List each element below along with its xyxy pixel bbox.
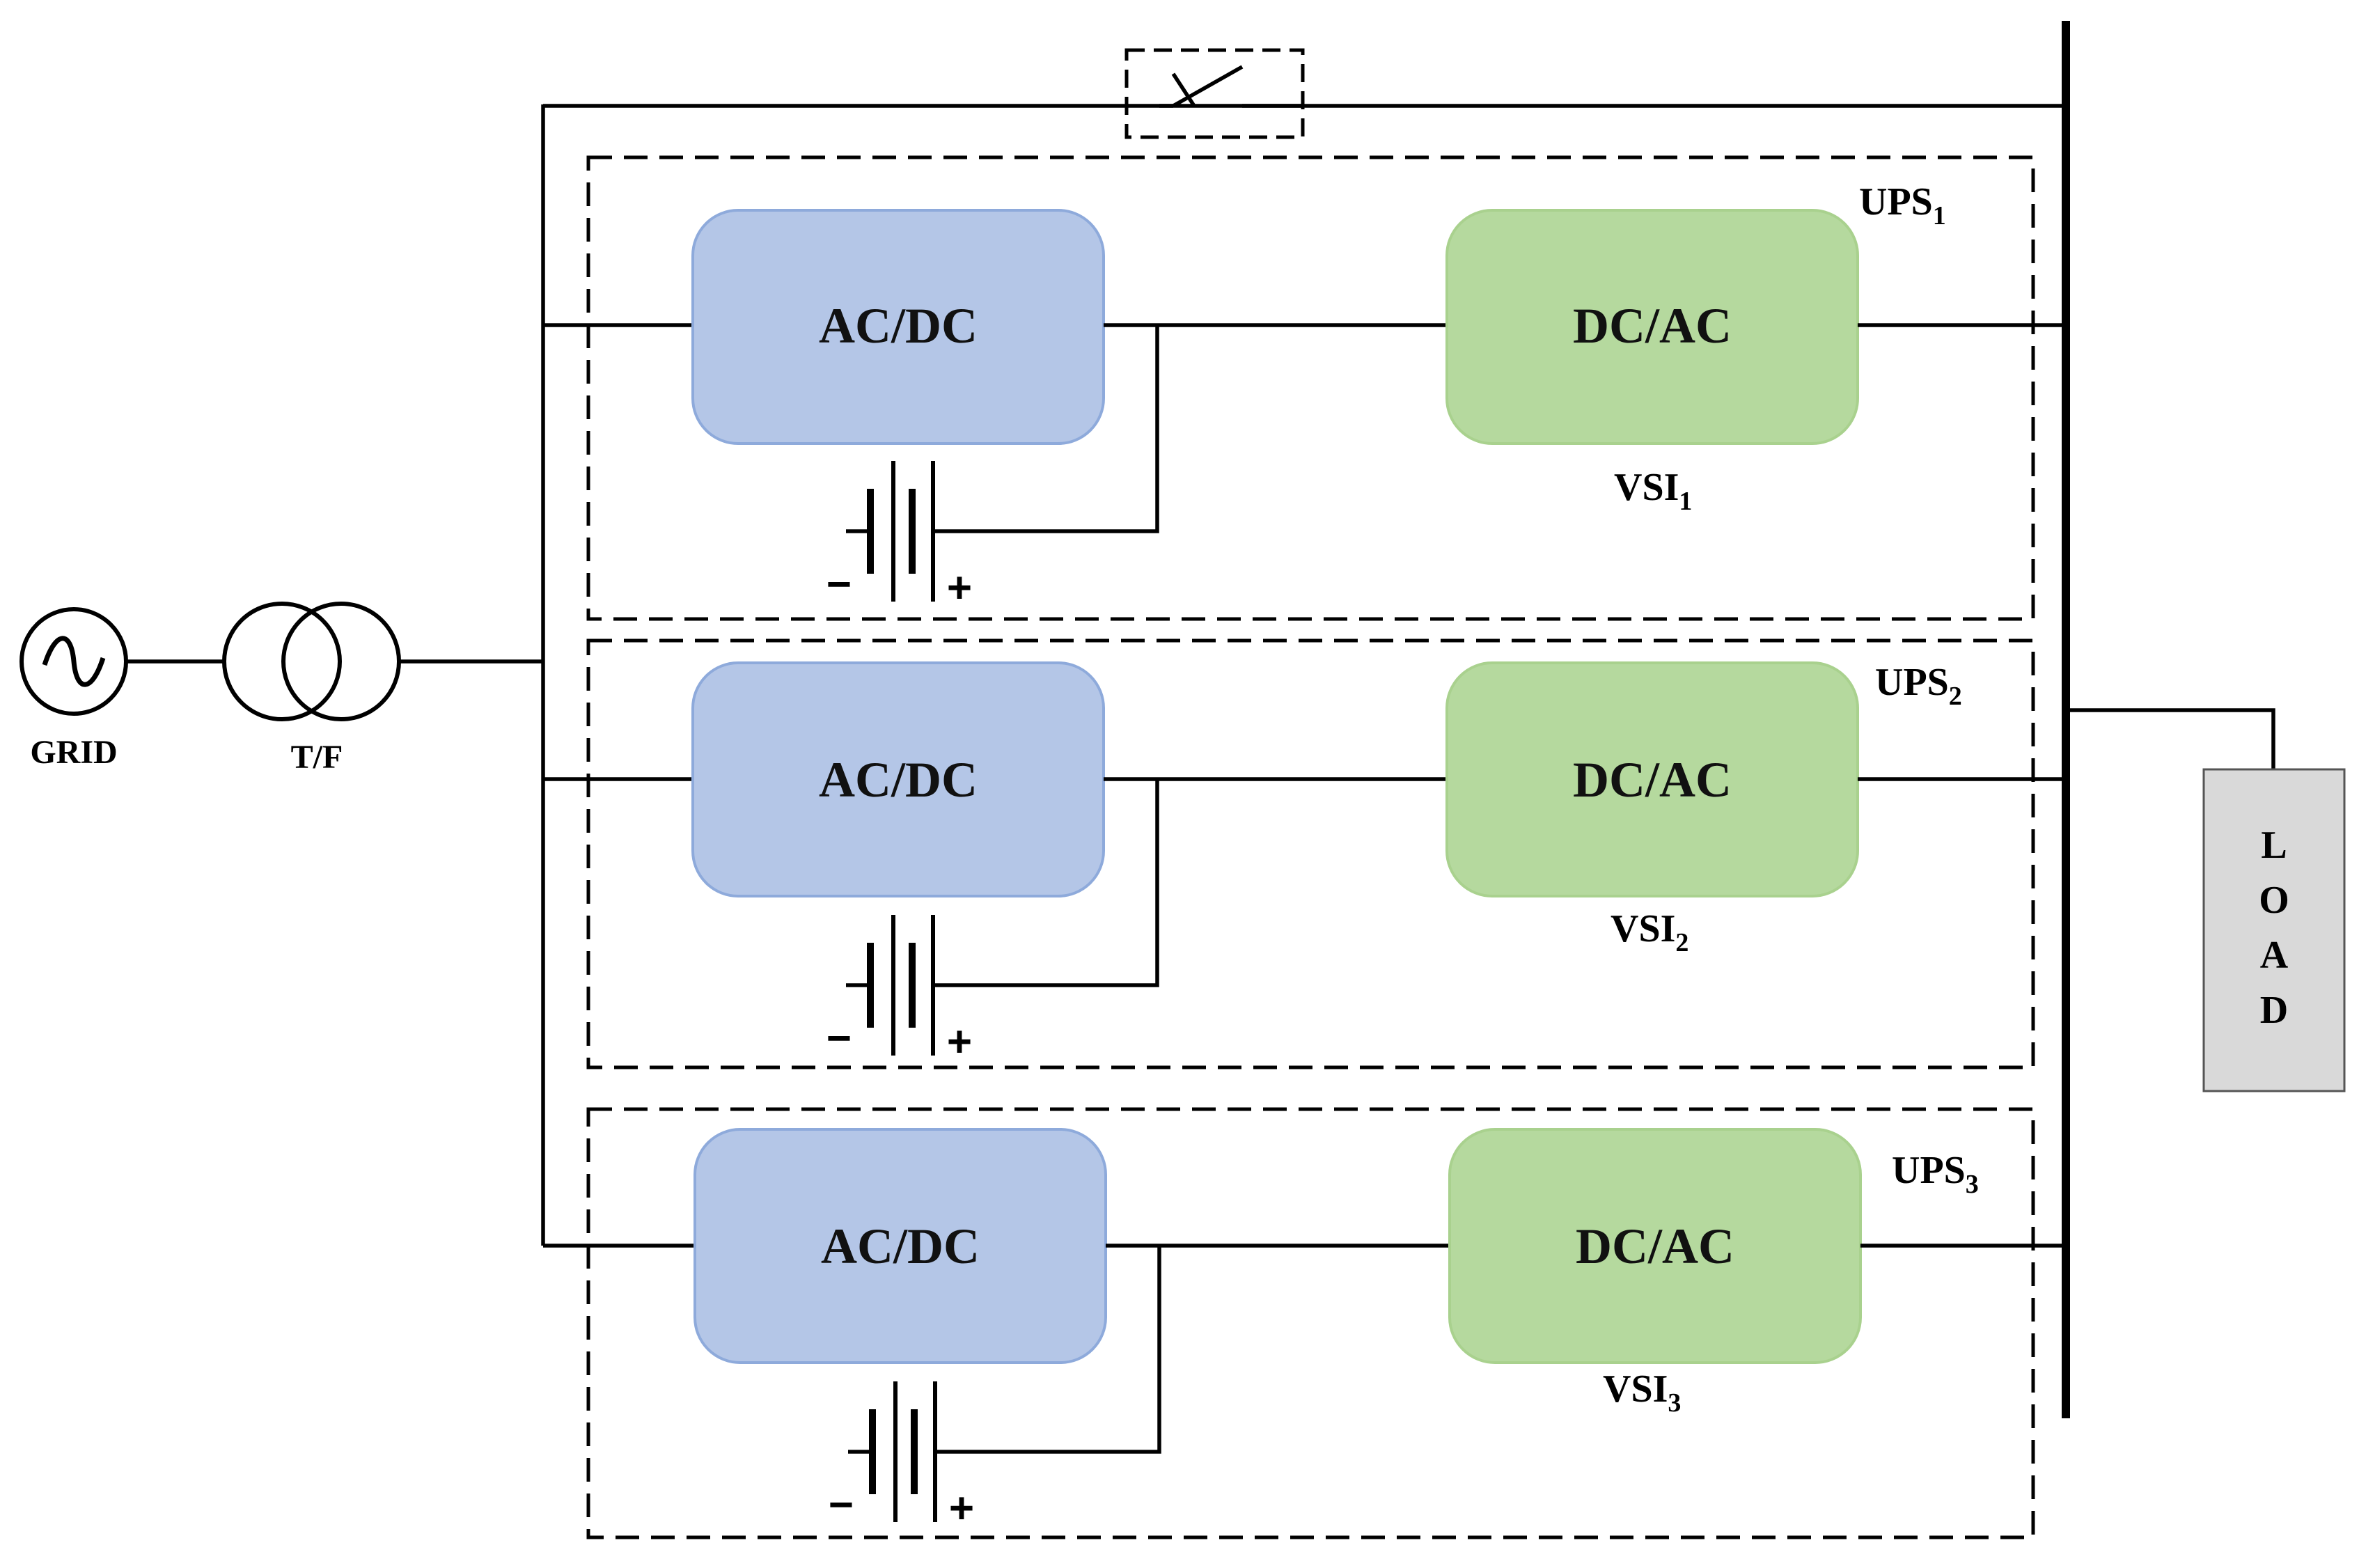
bus-to-load-wire bbox=[2066, 708, 2275, 769]
transformer-label: T/F bbox=[291, 739, 343, 776]
ups-1-battery-minus: − bbox=[826, 560, 852, 609]
transformer: T/F bbox=[222, 602, 401, 776]
ups-1-vsi-label: VSI1 bbox=[1614, 466, 1692, 516]
ups-3-inverter-label: DC/AC bbox=[1576, 1218, 1734, 1274]
ups-2-enclosure bbox=[586, 638, 2035, 1069]
ups-1-inverter-label: DC/AC bbox=[1573, 298, 1732, 354]
ups-unit-2: UPS2 AC/DC DC/AC VSI2 − + bbox=[543, 638, 2066, 1069]
ups-2-rectifier-label: AC/DC bbox=[819, 752, 978, 808]
load-letter-d: D bbox=[2260, 989, 2288, 1032]
ups-2-battery-wire bbox=[933, 779, 1159, 987]
ups-3-rectifier-label: AC/DC bbox=[821, 1218, 980, 1274]
ups-1-battery: − + bbox=[826, 325, 1159, 612]
ups-unit-3: UPS3 AC/DC DC/AC VSI3 − + bbox=[543, 1107, 2066, 1539]
ups-3-battery-minus: − bbox=[829, 1481, 854, 1529]
transformer-primary-coil-icon bbox=[222, 602, 342, 721]
load-letter-a: A bbox=[2260, 934, 2289, 977]
bypass-switch-box bbox=[1124, 48, 1305, 139]
ups-1-rectifier-label: AC/DC bbox=[819, 298, 978, 354]
ups-2-battery-minus: − bbox=[826, 1014, 852, 1063]
bypass-switch-contact-stub bbox=[1171, 72, 1196, 107]
ups-3-enclosure bbox=[586, 1107, 2035, 1539]
ups-2-battery: − + bbox=[826, 779, 1159, 1066]
ups-unit-1: UPS1 AC/DC DC/AC VSI1 − + bbox=[543, 155, 2066, 621]
ups-2-label: UPS2 bbox=[1875, 661, 1962, 711]
ups-3-battery: − + bbox=[829, 1246, 1161, 1532]
ups-1-label: UPS1 bbox=[1859, 180, 1946, 230]
ups-3-battery-plus: + bbox=[949, 1484, 974, 1532]
ups-1-enclosure bbox=[586, 155, 2035, 621]
ups-3-battery-wire bbox=[935, 1246, 1161, 1454]
bypass-switch-blade-icon bbox=[1172, 65, 1244, 108]
sine-wave-icon bbox=[42, 636, 106, 687]
grid-label: GRID bbox=[30, 734, 117, 771]
load-letter-o: O bbox=[2259, 879, 2289, 922]
load-letter-l: L bbox=[2261, 824, 2287, 867]
ups-2-battery-plus: + bbox=[947, 1018, 972, 1066]
grid-source: GRID bbox=[19, 607, 128, 771]
bypass-path bbox=[543, 48, 2064, 139]
load: L O A D bbox=[2066, 708, 2346, 1092]
ups-2-inverter-label: DC/AC bbox=[1573, 752, 1732, 808]
ups-3-label: UPS3 bbox=[1892, 1149, 1979, 1199]
load-box bbox=[2202, 768, 2346, 1092]
ups-3-vsi-label: VSI3 bbox=[1603, 1367, 1681, 1418]
ups-1-battery-wire bbox=[933, 325, 1159, 533]
ups-2-vsi-label: VSI2 bbox=[1610, 907, 1688, 957]
ups-1-battery-plus: + bbox=[947, 564, 972, 612]
